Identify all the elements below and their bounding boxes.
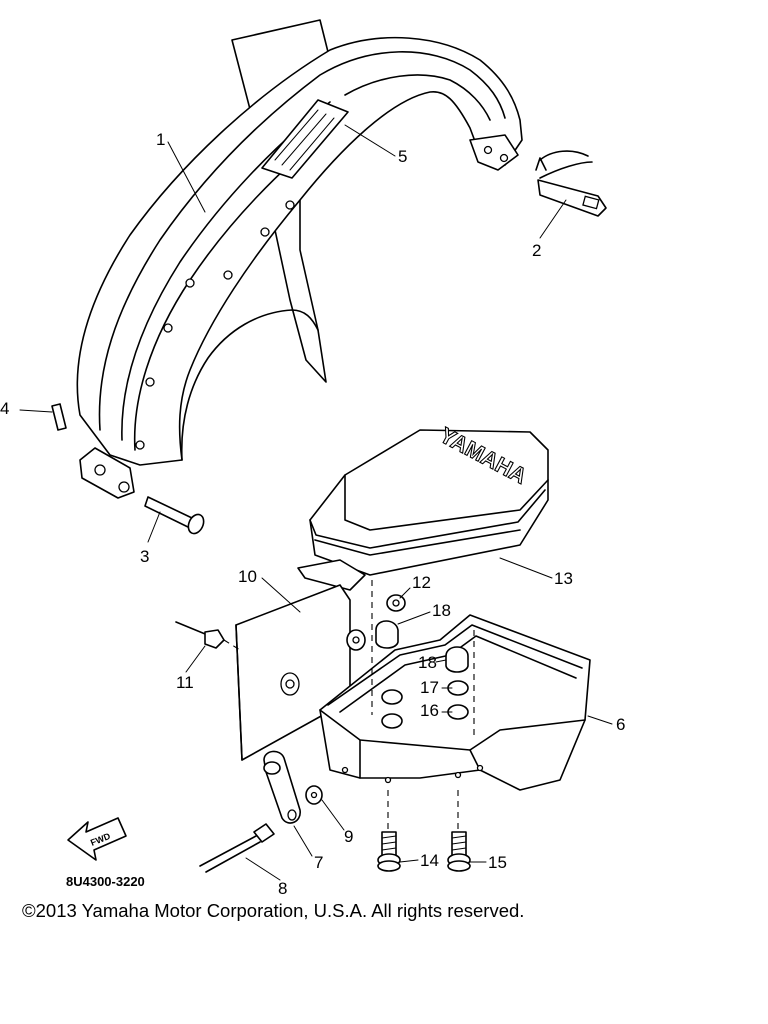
callout-13: 13	[554, 569, 573, 588]
washer-part-9	[305, 785, 323, 805]
callout-6: 6	[616, 715, 625, 734]
callout-10: 10	[238, 567, 257, 586]
callout-15: 15	[488, 853, 507, 872]
copyright-notice: ©2013 Yamaha Motor Corporation, U.S.A. A…	[22, 900, 525, 921]
callout-5: 5	[398, 147, 407, 166]
cap-part-18-upper	[375, 620, 399, 649]
screw-part-8	[199, 823, 275, 873]
find-arrow: FWD	[67, 817, 127, 861]
bracket-part-7	[263, 750, 301, 824]
cotter-pin-part-4	[19, 403, 67, 431]
bolt-part-3	[144, 496, 205, 535]
nut-part-12	[386, 594, 406, 612]
screw-part-11	[175, 621, 241, 651]
callout-3: 3	[140, 547, 149, 566]
callout-4: 4	[0, 399, 9, 418]
box-cover-part-13: YAMAHA	[297, 422, 549, 591]
callout-9: 9	[344, 827, 353, 846]
callout-7: 7	[314, 853, 323, 872]
pin-part-2	[535, 150, 607, 217]
label-plate-part-5	[261, 99, 349, 179]
bolt-part-15	[447, 831, 471, 872]
callout-12: 12	[412, 573, 431, 592]
callout-18-upper: 18	[432, 601, 451, 620]
callout-14: 14	[420, 851, 439, 870]
callout-16: 16	[420, 701, 439, 720]
callout-8: 8	[278, 879, 287, 898]
diagram-code: 8U4300-3220	[66, 874, 145, 889]
washer-part-17	[381, 680, 469, 705]
cap-part-18-lower	[445, 646, 469, 673]
callout-18-lower: 18	[418, 653, 437, 672]
callout-11: 11	[176, 673, 194, 692]
callouts: 1 2 3 4 5 6 7 8 9 10 11 12 13 14 15 16 1…	[0, 130, 625, 898]
fender-part-1	[76, 19, 523, 499]
callout-1: 1	[156, 130, 165, 149]
callout-17: 17	[420, 678, 439, 697]
leader-lines	[147, 124, 613, 881]
bolt-part-14	[377, 831, 401, 872]
callout-2: 2	[532, 241, 541, 260]
grommet-left	[346, 629, 366, 651]
